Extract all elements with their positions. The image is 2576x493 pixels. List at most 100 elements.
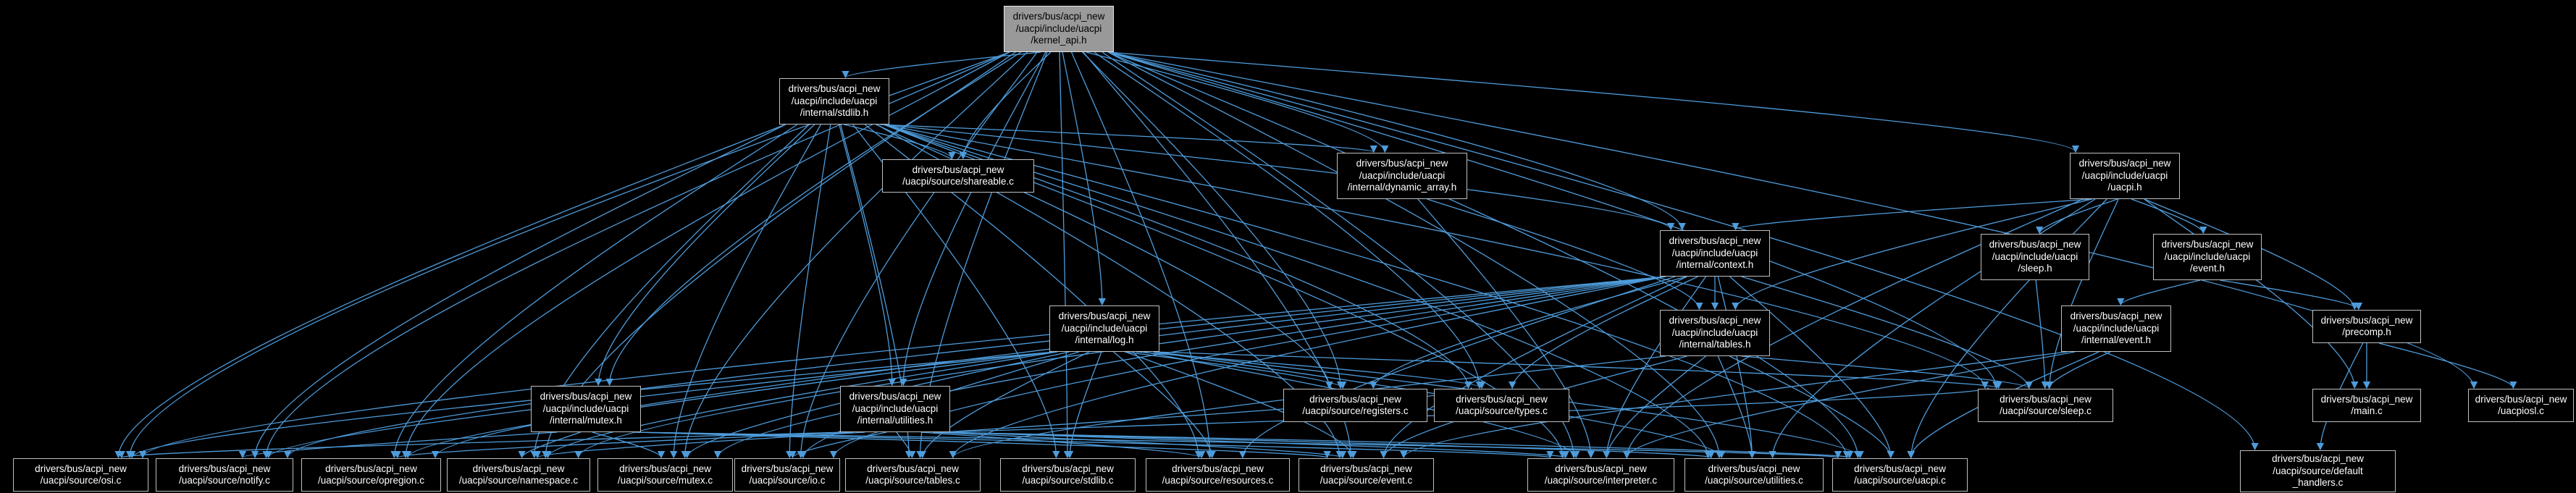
node-label-line: /uacpi/source/tables.c [865, 475, 960, 486]
graph-edge-utilities_h-to-tables_c [896, 431, 916, 459]
graph-edge-stdlib_h-to-sleep_c [883, 124, 1989, 389]
node-label-line: drivers/bus/acpi_new [619, 463, 711, 474]
node-label-line: drivers/bus/acpi_new [1058, 311, 1151, 322]
graph-edge-kernel_api-to-stdlib_c [1059, 51, 1072, 459]
graph-edge-kernel_api-to-uacpi_c [1107, 51, 1862, 459]
node-label-line: drivers/bus/acpi_new [1989, 239, 2081, 250]
graph-node-sleep_c[interactable]: drivers/bus/acpi_new/uacpi/source/sleep.… [1978, 389, 2113, 422]
graph-node-opregion_c[interactable]: drivers/bus/acpi_new/uacpi/source/opregi… [301, 458, 441, 492]
node-label-line: /uacpi/source/resources.c [1162, 475, 1274, 486]
graph-node-event_h[interactable]: drivers/bus/acpi_new/uacpi/include/uacpi… [2153, 234, 2262, 280]
graph-node-utilities_h[interactable]: drivers/bus/acpi_new/uacpi/include/uacpi… [840, 386, 950, 432]
graph-node-precomp_h[interactable]: drivers/bus/acpi_new/precomp.h [2312, 310, 2421, 343]
node-label-line: drivers/bus/acpi_new [1309, 393, 1401, 405]
node-label-line: drivers/bus/acpi_new [2161, 239, 2254, 250]
node-label-line: drivers/bus/acpi_new [2070, 311, 2162, 322]
graph-edge-log_h-to-namespace_c [544, 351, 1058, 459]
graph-node-uacpi_h[interactable]: drivers/bus/acpi_new/uacpi/include/uacpi… [2070, 153, 2180, 199]
node-label-line: /uacpi/source/uacpi.c [1854, 475, 1946, 486]
graph-node-shareable_c[interactable]: drivers/bus/acpi_new/uacpi/source/sharea… [882, 159, 1034, 193]
graph-edge-uacpi_h-to-event_h [2131, 198, 2207, 235]
node-label-line: /internal/dynamic_array.h [1347, 182, 1457, 193]
node-label-line: drivers/bus/acpi_new [1172, 463, 1264, 474]
graph-node-tables_c[interactable]: drivers/bus/acpi_new/uacpi/source/tables… [845, 458, 981, 492]
graph-edge-log_h-to-stdlib_c [1065, 351, 1102, 459]
graph-edge-kernel_api-to-uacpiosl_c [1107, 51, 2478, 389]
node-label-line: drivers/bus/acpi_new [867, 463, 959, 474]
graph-edge-kernel_api-to-notify_c [262, 51, 1010, 459]
graph-edge-context_h-to-interpreter_c [1603, 276, 1706, 459]
graph-edge-mutex_h-to-notify_c [239, 431, 558, 459]
graph-node-uacpiosl_c[interactable]: drivers/bus/acpi_new/uacpiosl.c [2468, 389, 2574, 422]
graph-node-registers_c[interactable]: drivers/bus/acpi_new/uacpi/source/regist… [1283, 389, 1427, 422]
node-label-line: /uacpi/source/event.c [1320, 475, 1413, 486]
graph-node-dynamic_array_h[interactable]: drivers/bus/acpi_new/uacpi/include/uacpi… [1337, 153, 1467, 199]
node-label-line: drivers/bus/acpi_new [540, 391, 632, 403]
node-label-line: /uacpi/include/uacpi [852, 403, 939, 414]
graph-edge-stdlib_h-to-io_c [786, 124, 831, 459]
graph-edge-context_h-to-types_c [1509, 276, 1698, 389]
node-label-line: /internal/utilities.h [857, 415, 934, 426]
node-label-line: drivers/bus/acpi_new [1669, 235, 1761, 247]
node-label-line: /uacpiosl.c [2498, 405, 2544, 416]
graph-edge-tables_h-to-utilities_c [1717, 355, 1756, 459]
graph-node-osi_c[interactable]: drivers/bus/acpi_new/uacpi/source/osi.c [13, 458, 148, 492]
graph-edge-utilities_h-to-event_c [933, 431, 1346, 459]
graph-edge-kernel_api-to-dynamic_array_h [1086, 51, 1389, 153]
graph-edge-kernel_api-to-uacpi_h [1107, 51, 2079, 153]
graph-node-log_h[interactable]: drivers/bus/acpi_new/uacpi/include/uacpi… [1049, 306, 1159, 352]
graph-node-sleep_h[interactable]: drivers/bus/acpi_new/uacpi/include/uacpi… [1981, 234, 2089, 280]
graph-edge-kernel_api-to-log_h [1062, 51, 1107, 306]
graph-edge-context_h-to-namespace_c [574, 276, 1666, 459]
graph-edge-log_h-to-tables_c [918, 351, 1090, 459]
graph-edge-stdlib_h-to-dynamic_array_h [879, 124, 1377, 153]
graph-node-resources_c[interactable]: drivers/bus/acpi_new/uacpi/source/resour… [1146, 458, 1290, 492]
node-label-line: drivers/bus/acpi_new [2320, 314, 2413, 326]
node-label-line: /uacpi/source/registers.c [1302, 405, 1409, 416]
graph-node-main_c[interactable]: drivers/bus/acpi_new/main.c [2312, 389, 2421, 422]
node-label-line: /precomp.h [2342, 326, 2391, 337]
graph-edge-stdlib_h-to-utilities_h [839, 124, 896, 387]
graph-node-default_handlers_c[interactable]: drivers/bus/acpi_new/uacpi/source/defaul… [2240, 450, 2396, 492]
graph-edge-kernel_api-to-utilities_h [899, 51, 1046, 387]
graph-node-stdlib_c[interactable]: drivers/bus/acpi_new/uacpi/source/stdlib… [1000, 458, 1136, 492]
graph-node-tables_h[interactable]: drivers/bus/acpi_new/uacpi/include/uacpi… [1660, 310, 1770, 356]
graph-edge-event_h-to-event_int_h [2117, 279, 2201, 306]
node-label-line: drivers/bus/acpi_new [472, 463, 565, 474]
graph-edge-stdlib_h-to-mutex_h [594, 124, 815, 387]
node-label-line: /uacpi/include/uacpi [1992, 250, 2078, 262]
graph-node-utilities_c[interactable]: drivers/bus/acpi_new/uacpi/source/utilit… [1685, 458, 1824, 492]
graph-edge-log_h-to-uacpi_c [1153, 351, 1864, 459]
graph-edge-context_h-to-notify_c [284, 276, 1666, 459]
graph-node-stdlib_h[interactable]: drivers/bus/acpi_new/uacpi/include/uacpi… [779, 78, 889, 125]
graph-edge-kernel_api-to-mutex_c [681, 51, 1028, 459]
graph-node-mutex_h[interactable]: drivers/bus/acpi_new/uacpi/include/uacpi… [531, 386, 641, 432]
node-label-line: drivers/bus/acpi_new [1854, 463, 1946, 474]
node-label-line: drivers/bus/acpi_new [2078, 158, 2171, 169]
graph-node-context_h[interactable]: drivers/bus/acpi_new/uacpi/include/uacpi… [1660, 230, 1770, 277]
graph-edge-context_h-to-opregion_c [431, 276, 1666, 459]
graph-edge-uacpi_h-to-tables_h [1732, 198, 2092, 311]
graph-node-notify_c[interactable]: drivers/bus/acpi_new/uacpi/source/notify… [156, 458, 293, 492]
graph-node-uacpi_c[interactable]: drivers/bus/acpi_new/uacpi/source/uacpi.… [1832, 458, 1968, 492]
node-label-line: /uacpi/source/types.c [1456, 405, 1548, 416]
graph-edge-uacpi_h-to-uacpi_c [1907, 198, 2107, 459]
node-label-line: /uacpi/source/osi.c [40, 475, 122, 486]
graph-node-io_c[interactable]: drivers/bus/acpi_new/uacpi/source/io.c [734, 458, 840, 492]
graph-node-types_c[interactable]: drivers/bus/acpi_new/uacpi/source/types.… [1434, 389, 1569, 422]
node-label-line: /uacpi/source/opregion.c [317, 475, 425, 486]
graph-edge-stdlib_h-to-opregion_c [390, 124, 798, 459]
graph-node-event_c[interactable]: drivers/bus/acpi_new/uacpi/source/event.… [1299, 458, 1434, 492]
node-label-line: drivers/bus/acpi_new [1555, 463, 1647, 474]
node-label-line: _handlers.c [2292, 477, 2344, 489]
graph-edge-uacpi_h-to-sleep_c [2045, 198, 2119, 389]
graph-node-interpreter_c[interactable]: drivers/bus/acpi_new/uacpi/source/interp… [1527, 458, 1674, 492]
node-label-line: drivers/bus/acpi_new [1320, 463, 1412, 474]
graph-node-mutex_c[interactable]: drivers/bus/acpi_new/uacpi/source/mutex.… [597, 458, 733, 492]
graph-node-event_int_h[interactable]: drivers/bus/acpi_new/uacpi/include/uacpi… [2061, 306, 2171, 352]
graph-edge-stdlib_h-to-mutex_c [669, 124, 821, 459]
graph-edge-utilities_h-to-io_c [789, 431, 887, 459]
graph-node-namespace_c[interactable]: drivers/bus/acpi_new/uacpi/source/namesp… [447, 458, 590, 492]
graph-edge-tables_h-to-tables_c [949, 355, 1666, 459]
